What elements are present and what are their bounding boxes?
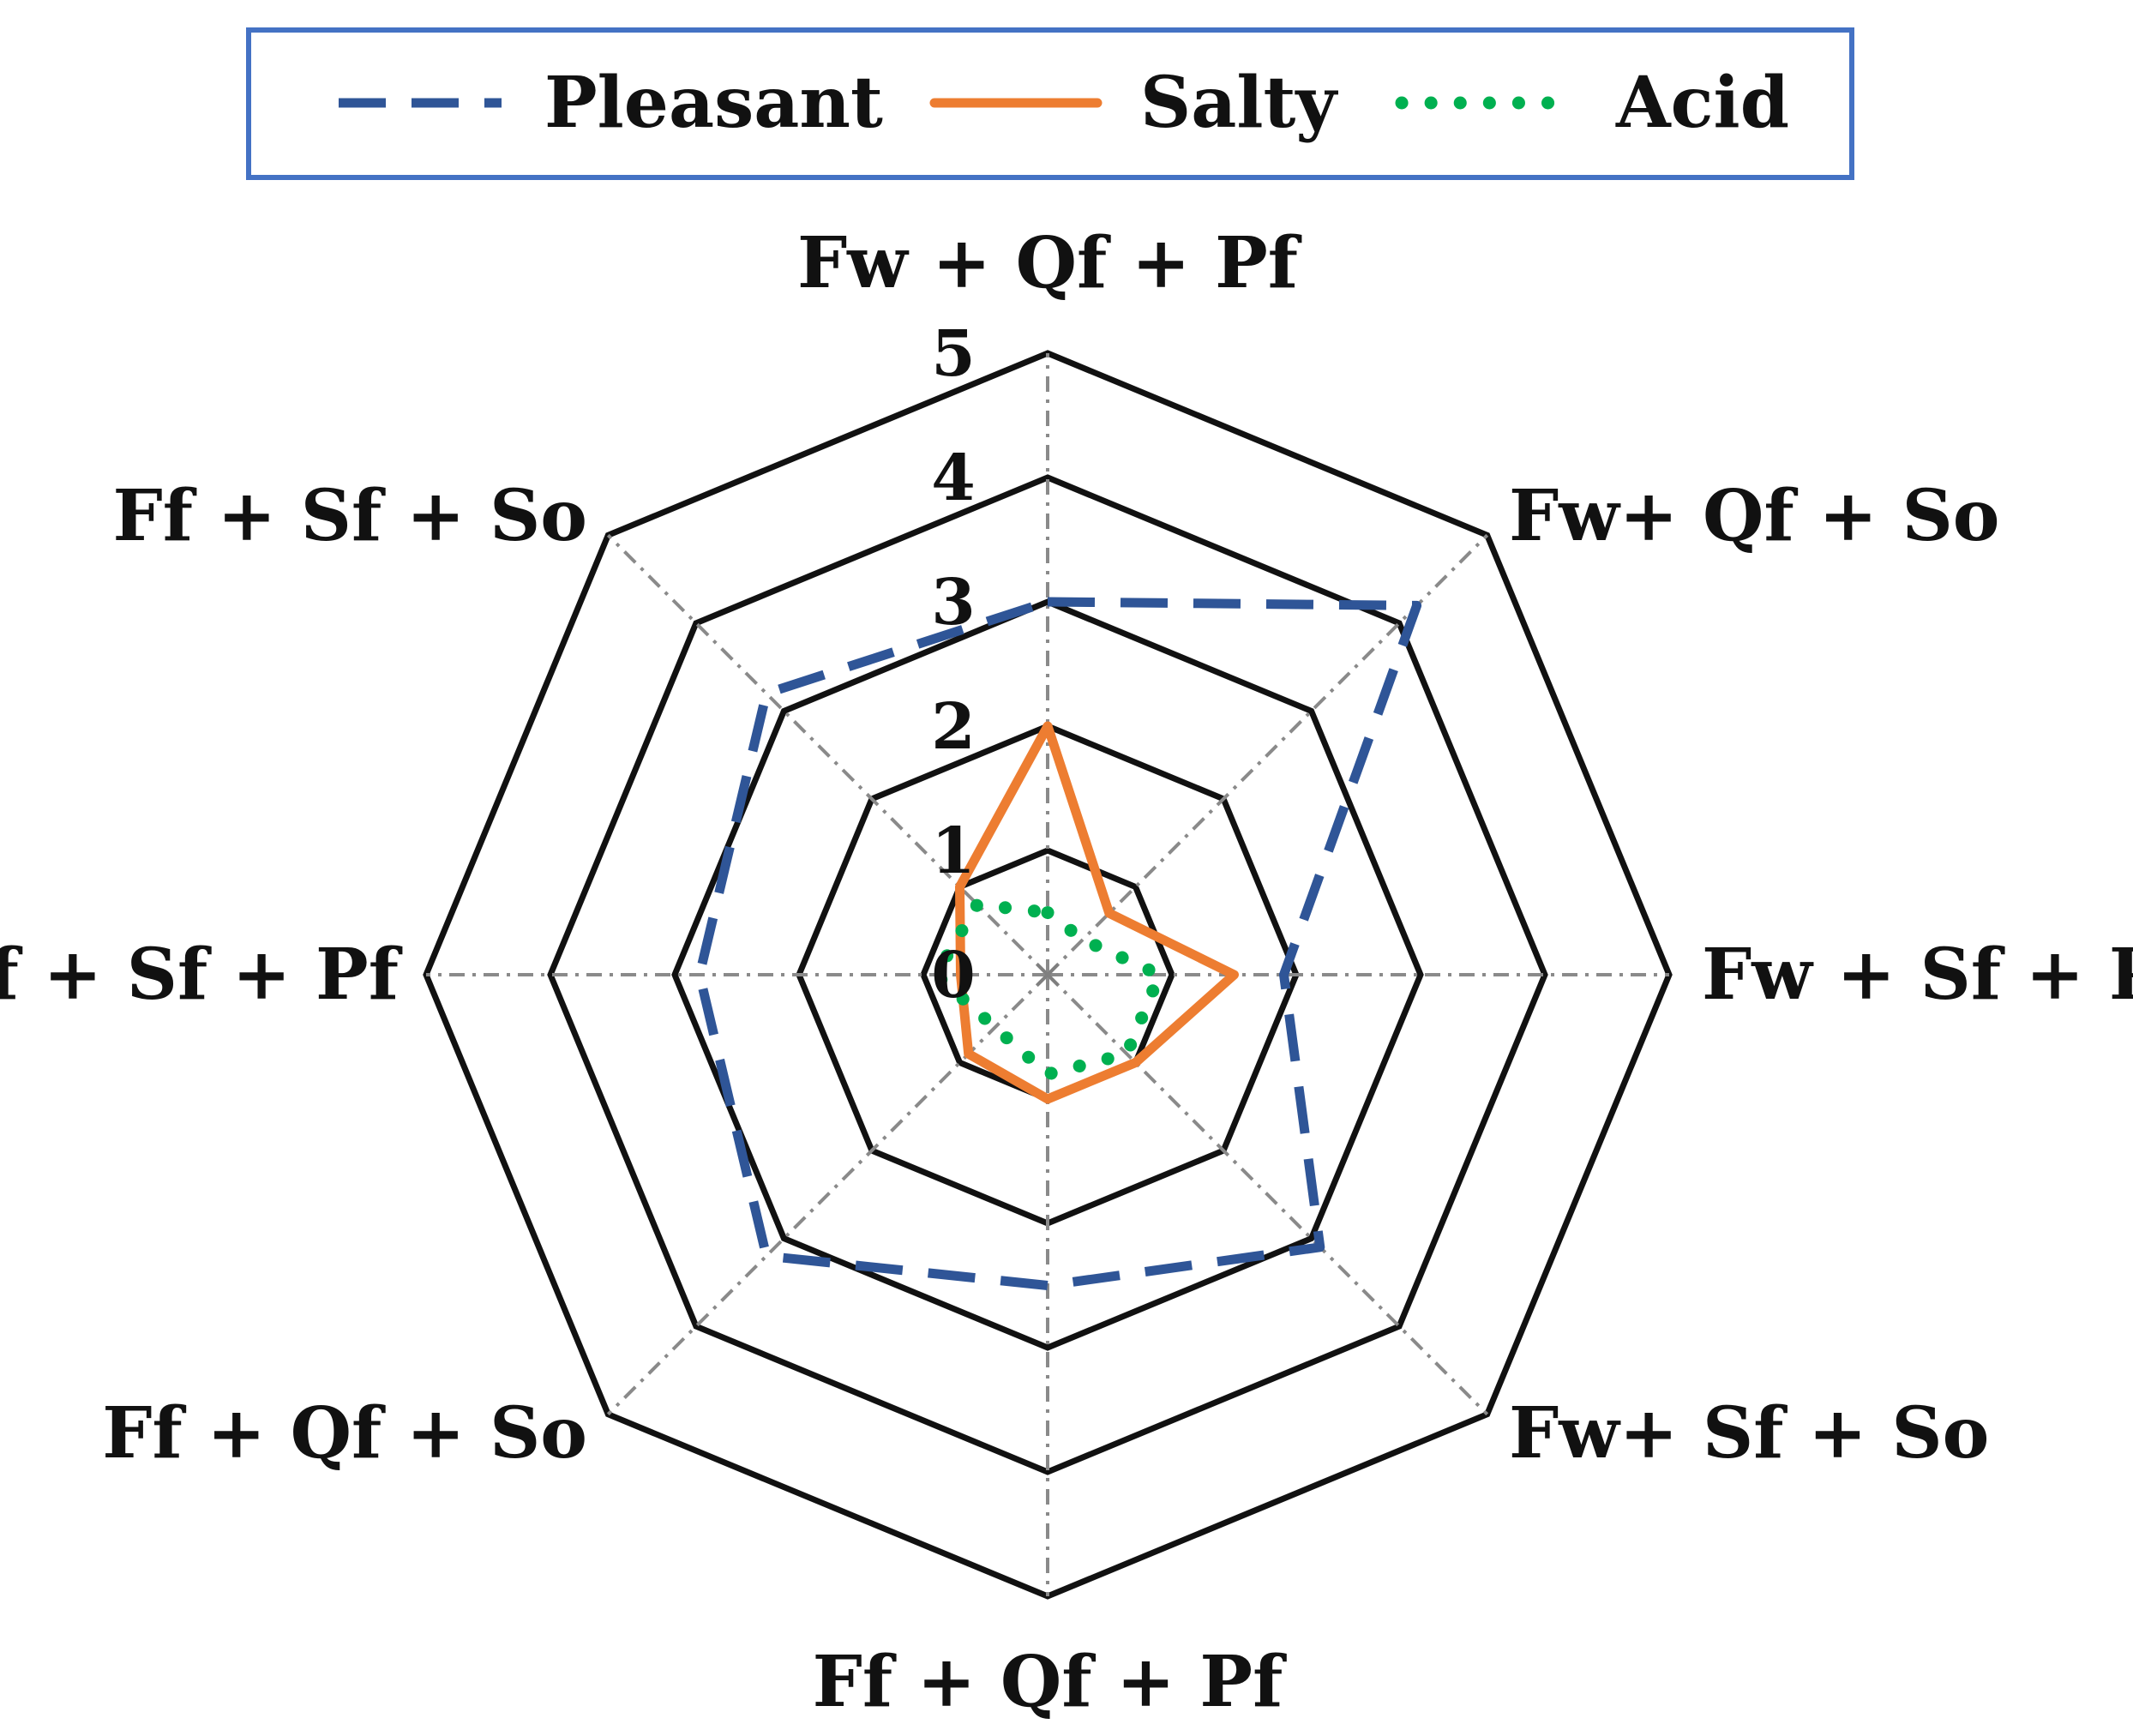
data-point-acid xyxy=(1046,911,1049,915)
axis-label: Fw+ Sf + So xyxy=(1509,1392,1989,1475)
series-line-salty xyxy=(955,721,1239,1104)
axis-label: Ff + Qf + Pf xyxy=(813,1641,1287,1723)
radial-tick-label: 1 xyxy=(931,814,976,888)
legend-label-salty: Salty xyxy=(1140,62,1338,144)
data-point-acid xyxy=(1081,938,1085,941)
legend-label-acid: Acid xyxy=(1615,62,1789,144)
data-point-pleasant xyxy=(698,973,701,976)
axis-label: Ff + Sf + Pf xyxy=(0,934,403,1016)
data-point-pleasant xyxy=(1046,1284,1049,1288)
data-point-acid xyxy=(1046,1072,1049,1076)
label-layer: 0 1 2 3 4 5 Fw + Qf + Pf Fw+ Qf + So Fw + Sf + P… xyxy=(0,222,2133,1723)
data-point-pleasant xyxy=(765,692,768,695)
data-point-salty xyxy=(1233,973,1236,976)
grid-ring-3 xyxy=(671,598,1424,1351)
legend-label-pleasant: Pleasant xyxy=(544,62,883,144)
grid-layer xyxy=(423,350,1673,1600)
data-point-salty xyxy=(1134,1061,1138,1065)
axis-spoke xyxy=(606,973,1049,1416)
data-point-pleasant xyxy=(1283,973,1286,976)
data-point-salty xyxy=(1046,1097,1049,1101)
data-point-acid xyxy=(1158,973,1162,976)
series-layer xyxy=(694,597,1422,1290)
center-marker xyxy=(1036,963,1060,987)
legend: Pleasant Salty Acid xyxy=(246,27,1854,180)
data-point-salty xyxy=(1108,911,1111,915)
data-point-pleasant xyxy=(1415,604,1419,607)
data-point-acid xyxy=(976,903,979,906)
radial-tick-label: 2 xyxy=(931,690,976,764)
axis-label: Fw + Sf + Pf xyxy=(1702,934,2133,1016)
axis-label: Ff + Qf + So xyxy=(102,1392,587,1475)
radial-tick-label: 5 xyxy=(931,317,976,391)
radial-tick-label: 4 xyxy=(931,442,976,515)
axis-spoke xyxy=(1046,973,1489,1416)
grid-ring-4 xyxy=(547,474,1548,1475)
series-line-acid xyxy=(929,898,1166,1081)
series-line-pleasant xyxy=(694,597,1422,1290)
axis-label: Ff + Sf + So xyxy=(113,475,588,557)
radial-tick-label: 0 xyxy=(931,939,976,1012)
axis-label: Fw + Qf + Pf xyxy=(797,222,1302,304)
data-point-pleasant xyxy=(1319,1246,1322,1249)
data-point-acid xyxy=(994,1026,997,1030)
data-point-salty xyxy=(1046,724,1049,728)
data-point-pleasant xyxy=(765,1254,768,1258)
data-point-pleasant xyxy=(1046,600,1049,604)
radial-tick-label: 3 xyxy=(931,566,976,640)
axis-label: Fw+ Qf + So xyxy=(1509,475,1999,557)
data-point-salty xyxy=(967,1052,970,1055)
data-point-acid xyxy=(1125,1052,1128,1055)
